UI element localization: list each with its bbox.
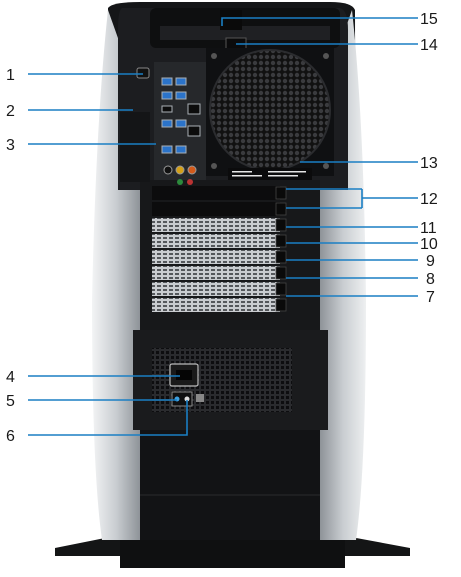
callout-number-11: 11	[420, 220, 437, 237]
expansion-slot	[152, 218, 286, 232]
callout-number-5: 5	[6, 393, 15, 410]
callout-number-9: 9	[426, 253, 435, 270]
callout-number-7: 7	[426, 289, 435, 306]
service-tag-label	[228, 168, 312, 180]
expansion-slot	[152, 298, 286, 312]
callout-number-1: 1	[6, 67, 15, 84]
expansion-slot	[152, 186, 286, 200]
callout-number-13: 13	[420, 155, 438, 172]
callout-number-3: 3	[6, 137, 15, 154]
callout-number-15: 15	[420, 11, 438, 28]
expansion-slot	[152, 202, 286, 216]
callout-number-4: 4	[6, 369, 15, 386]
top-latch	[150, 8, 340, 52]
expansion-slot	[152, 250, 286, 264]
callout-number-12: 12	[420, 191, 438, 208]
expansion-slot	[152, 234, 286, 248]
callout-number-10: 10	[420, 236, 438, 253]
expansion-slot	[152, 282, 286, 296]
callout-number-8: 8	[426, 271, 435, 288]
expansion-slot	[152, 266, 286, 280]
callout-number-6: 6	[6, 428, 15, 445]
callout-number-14: 14	[420, 37, 438, 54]
callout-number-2: 2	[6, 103, 15, 120]
fan-grill	[206, 48, 334, 176]
power-supply	[152, 348, 292, 412]
